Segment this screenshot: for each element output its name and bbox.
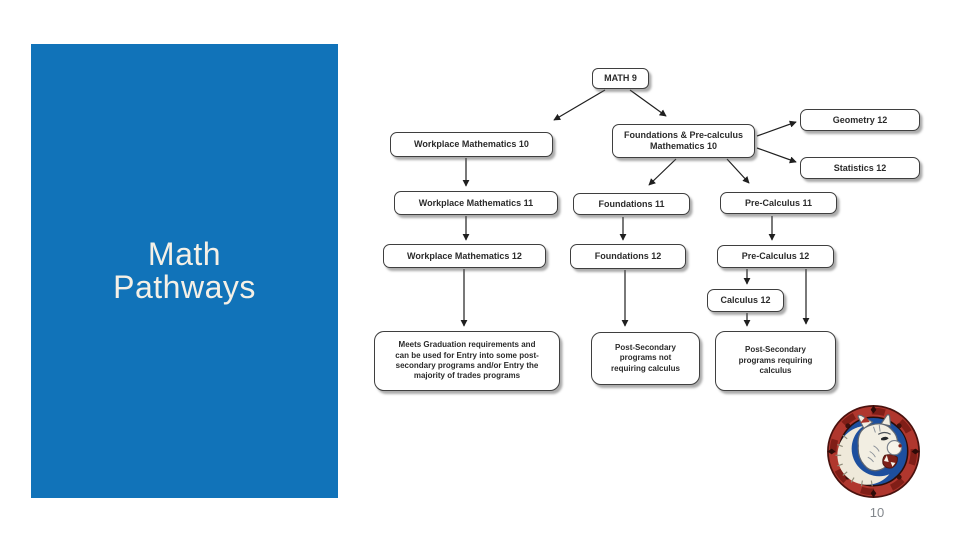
flowchart-node-workplace-mathematics-12: Workplace Mathematics 12 [383,244,546,268]
flowchart-node-geometry-12: Geometry 12 [800,109,920,131]
flowchart-node-postsecondary-requiring-calculus: Post-Secondary programs requiring calcul… [715,331,836,391]
flowchart-node-graduation-requirements: Meets Graduation requirements and can be… [374,331,560,391]
node-label: Workplace Mathematics 11 [418,197,534,208]
flowchart-node-precalculus-11: Pre-Calculus 11 [720,192,837,214]
title-line: Pathways [113,269,256,305]
title-line: Math [147,236,222,272]
node-label: Post-Secondary programs not requiring ca… [611,342,680,373]
title-panel: Math Pathways [31,44,338,498]
flowchart-node-foundations-12: Foundations 12 [570,244,686,269]
node-label: Calculus 12 [720,295,771,306]
node-label: Foundations & Pre-calculus Mathematics 1… [623,130,744,151]
node-label: Geometry 12 [832,114,888,125]
flowchart-node-workplace-mathematics-10: Workplace Mathematics 10 [390,132,553,157]
node-label: Statistics 12 [833,162,887,173]
node-label: Post-Secondary programs requiring calcul… [738,345,813,376]
node-label: Foundations 11 [598,198,665,209]
node-label: MATH 9 [604,73,637,84]
page-title: Math Pathways [113,238,256,304]
cougar-mascot-logo-icon [827,405,920,498]
node-label: Pre-Calculus 11 [744,197,813,208]
node-label: Meets Graduation requirements and can be… [395,340,539,381]
node-label: Pre-Calculus 12 [741,251,810,262]
flowchart-node-math-9: MATH 9 [592,68,649,89]
node-label: Workplace Mathematics 12 [407,250,522,261]
node-label: Workplace Mathematics 10 [414,139,529,150]
flowchart-node-foundations-precalculus-mathematics-10: Foundations & Pre-calculus Mathematics 1… [612,124,755,158]
node-label: Foundations 12 [594,251,662,262]
flowchart-node-calculus-12: Calculus 12 [707,289,784,312]
flowchart-node-statistics-12: Statistics 12 [800,157,920,179]
flowchart-node-postsecondary-not-requiring-calculus: Post-Secondary programs not requiring ca… [591,332,700,385]
flowchart-node-precalculus-12: Pre-Calculus 12 [717,245,834,268]
page-number: 10 [869,505,885,520]
flowchart-node-foundations-11: Foundations 11 [573,193,690,215]
flowchart-node-workplace-mathematics-11: Workplace Mathematics 11 [394,191,558,215]
